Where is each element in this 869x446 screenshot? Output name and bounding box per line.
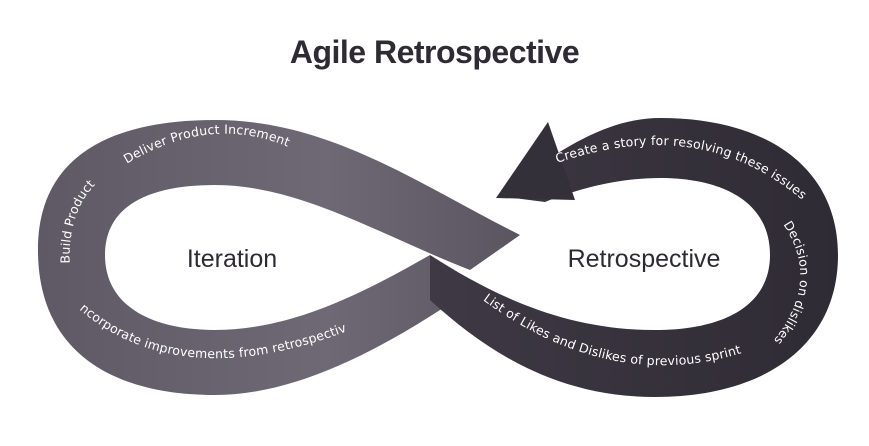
diagram-title: Agile Retrospective — [289, 34, 580, 70]
iteration-label: Iteration — [187, 245, 277, 273]
iteration-loop-band — [38, 120, 520, 395]
retrospective-label: Retrospective — [568, 245, 721, 273]
arrowhead-icon — [496, 122, 575, 200]
